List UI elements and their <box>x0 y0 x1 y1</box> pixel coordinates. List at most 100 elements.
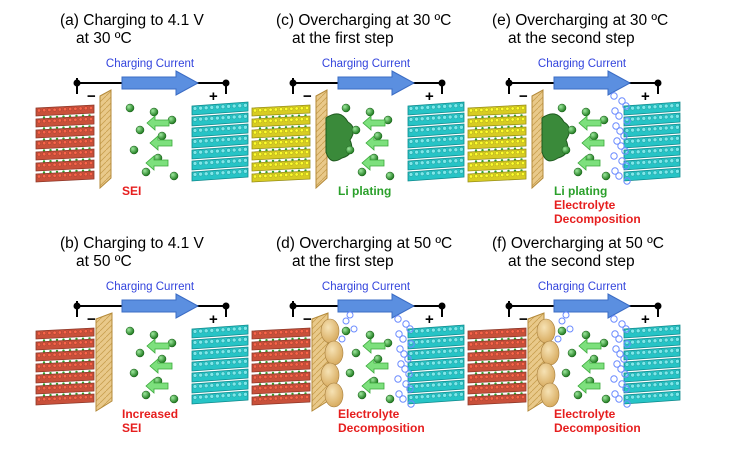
anode-atom <box>500 363 505 367</box>
anode-atom <box>500 330 505 334</box>
anode-atom <box>505 117 510 122</box>
cathode-atom <box>243 114 248 119</box>
cathode-atom <box>220 338 226 343</box>
anode-atom <box>78 329 83 334</box>
anode-atom <box>83 139 88 144</box>
panel-c-title: (c) Overcharging at 30 ºC at the first s… <box>276 12 451 48</box>
anode-atom <box>305 373 309 377</box>
cathode-atom <box>669 103 675 108</box>
anode-atom <box>68 173 73 177</box>
anode-atom <box>489 363 494 368</box>
cathode-atom <box>658 338 663 343</box>
anode-atom <box>515 150 520 155</box>
wire-node-left <box>505 302 513 310</box>
cathode-atom <box>419 350 425 356</box>
cathode-atom <box>624 351 630 356</box>
cathode-atom <box>231 125 237 131</box>
anode-atom <box>495 341 499 346</box>
anode-atom <box>263 342 268 346</box>
anode-atom <box>510 150 515 155</box>
anode-atom <box>89 329 93 333</box>
anode-atom <box>83 150 88 155</box>
cathode-atom <box>658 393 663 398</box>
anode-atom <box>279 140 283 145</box>
gas-bubble <box>622 162 630 170</box>
intercalated-li <box>474 116 478 119</box>
lithium-ion <box>589 354 599 364</box>
anode-atom <box>279 385 283 390</box>
cathode-atom <box>663 125 669 131</box>
anode-atom <box>83 362 88 367</box>
anode-atom <box>500 129 505 133</box>
li-migration-arrow <box>362 338 386 354</box>
cathode-atom <box>215 159 220 165</box>
anode-atom <box>89 128 93 132</box>
li-migration-arrow <box>581 135 605 151</box>
anode-atom <box>284 162 289 166</box>
intercalated-li <box>481 361 484 364</box>
anode-atom <box>83 384 88 389</box>
cathode-atom <box>436 159 442 164</box>
intercalated-li <box>265 350 268 353</box>
cathode-atom <box>658 349 663 354</box>
anode-atom <box>63 173 67 178</box>
cathode-atom <box>675 348 680 353</box>
anode-atom <box>521 161 525 165</box>
cathode-atom <box>652 371 658 376</box>
cathode-atom <box>635 127 641 133</box>
gas-bubble <box>615 172 623 180</box>
anode-atom <box>37 331 41 336</box>
intercalated-li <box>474 394 478 397</box>
sei-separator <box>99 89 112 190</box>
anode-atom <box>89 117 93 121</box>
anode-atom <box>305 340 309 344</box>
anode-atom <box>52 374 57 379</box>
wire-node-left <box>289 79 297 87</box>
cathode-atom <box>669 348 675 353</box>
cathode-layers <box>407 324 465 405</box>
anode-atom <box>253 375 257 380</box>
anode-atom <box>73 395 78 400</box>
cathode-atom <box>414 105 419 111</box>
anode-atom <box>284 385 289 389</box>
cathode-atom <box>675 136 680 141</box>
anode-atom <box>495 385 499 390</box>
cathode-atom <box>209 149 215 154</box>
li-migration-arrow <box>365 135 389 151</box>
cathode-atom <box>220 393 226 398</box>
anode-graphite <box>467 327 527 406</box>
cathode-atom <box>635 138 641 144</box>
cathode-atom <box>436 360 442 365</box>
anode-atom <box>279 129 283 134</box>
cathode-atom <box>436 349 442 354</box>
anode-atom <box>505 373 510 378</box>
anode-atom <box>253 386 257 391</box>
cathode-atom <box>209 138 215 143</box>
anode-atom <box>52 162 57 167</box>
cathode-atom <box>453 114 459 119</box>
anode-atom <box>284 341 289 345</box>
anode-atom <box>500 352 505 356</box>
charging-current-label: Charging Current <box>538 281 627 293</box>
anode-graphite <box>467 104 527 183</box>
anode-atom <box>495 129 499 134</box>
cathode-atom <box>408 139 414 144</box>
anode-atom <box>479 130 484 134</box>
cathode-atom <box>436 338 442 343</box>
gas-bubble <box>406 385 414 393</box>
cathode-atom <box>442 148 447 153</box>
intercalated-li <box>42 116 46 119</box>
anode-atom <box>89 384 93 388</box>
cathode-atom <box>203 116 209 122</box>
cathode-atom <box>658 360 663 365</box>
gas-bubble <box>615 335 623 343</box>
anode-atom <box>279 107 283 112</box>
cathode-atom <box>209 350 215 355</box>
cathode-atom <box>675 158 680 163</box>
cathode-atom <box>203 383 209 389</box>
charging-current-label: Charging Current <box>106 58 195 70</box>
cathode-atom <box>630 160 635 166</box>
cathode-atom <box>203 350 209 356</box>
anode-atom <box>495 151 499 156</box>
cathode-atom <box>408 106 414 111</box>
